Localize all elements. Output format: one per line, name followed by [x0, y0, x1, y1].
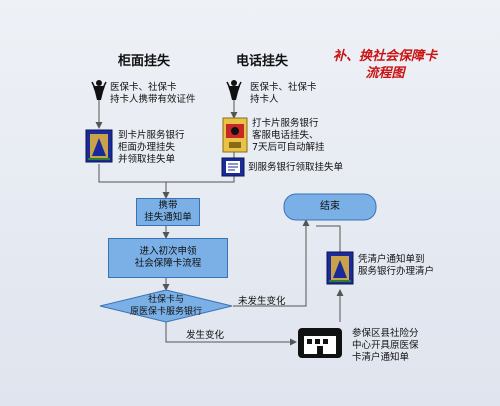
office-icon [298, 328, 342, 358]
clear-step-text: 凭清户通知单到服务银行办理清户 [358, 254, 435, 277]
phone-icon [222, 117, 248, 153]
decision-text: 社保卡与原医保卡服务银行 [129, 295, 202, 317]
column-heading-counter: 柜面挂失 [118, 54, 171, 69]
phone-step3-text: 到服务银行领取挂失单 [248, 162, 344, 173]
person-icon [226, 80, 242, 100]
district-step-text: 参保区县社险分中心开具原医保卡清户通知单 [352, 328, 419, 363]
decision-diamond [99, 289, 233, 323]
bank-icon [326, 251, 354, 285]
column-heading-phone: 电话挂失 [236, 54, 289, 69]
end-node [283, 193, 377, 221]
bring-notice-box: 携带挂失通知单 [136, 198, 200, 226]
no-change-label: 未发生变化 [238, 296, 286, 307]
enter-flow-box: 进入初次申领社会保障卡流程 [108, 238, 228, 278]
phone-step2-text: 打卡片服务银行客服电话挂失、7天后可自动解挂 [252, 118, 325, 153]
changed-label: 发生变化 [186, 330, 225, 341]
end-label: 结束 [320, 201, 340, 212]
diagram-title: 补、换社会保障卡 流程图 [332, 49, 437, 81]
document-icon [221, 157, 245, 177]
bank-icon [85, 129, 113, 163]
phone-step1-text: 医保卡、社保卡持卡人 [250, 82, 317, 105]
connectors [95, 100, 344, 346]
counter-step2-text: 到卡片服务银行柜面办理挂失并领取挂失单 [118, 130, 185, 165]
counter-step1-text: 医保卡、社保卡持卡人携带有效证件 [110, 82, 196, 105]
person-icon [91, 80, 107, 100]
